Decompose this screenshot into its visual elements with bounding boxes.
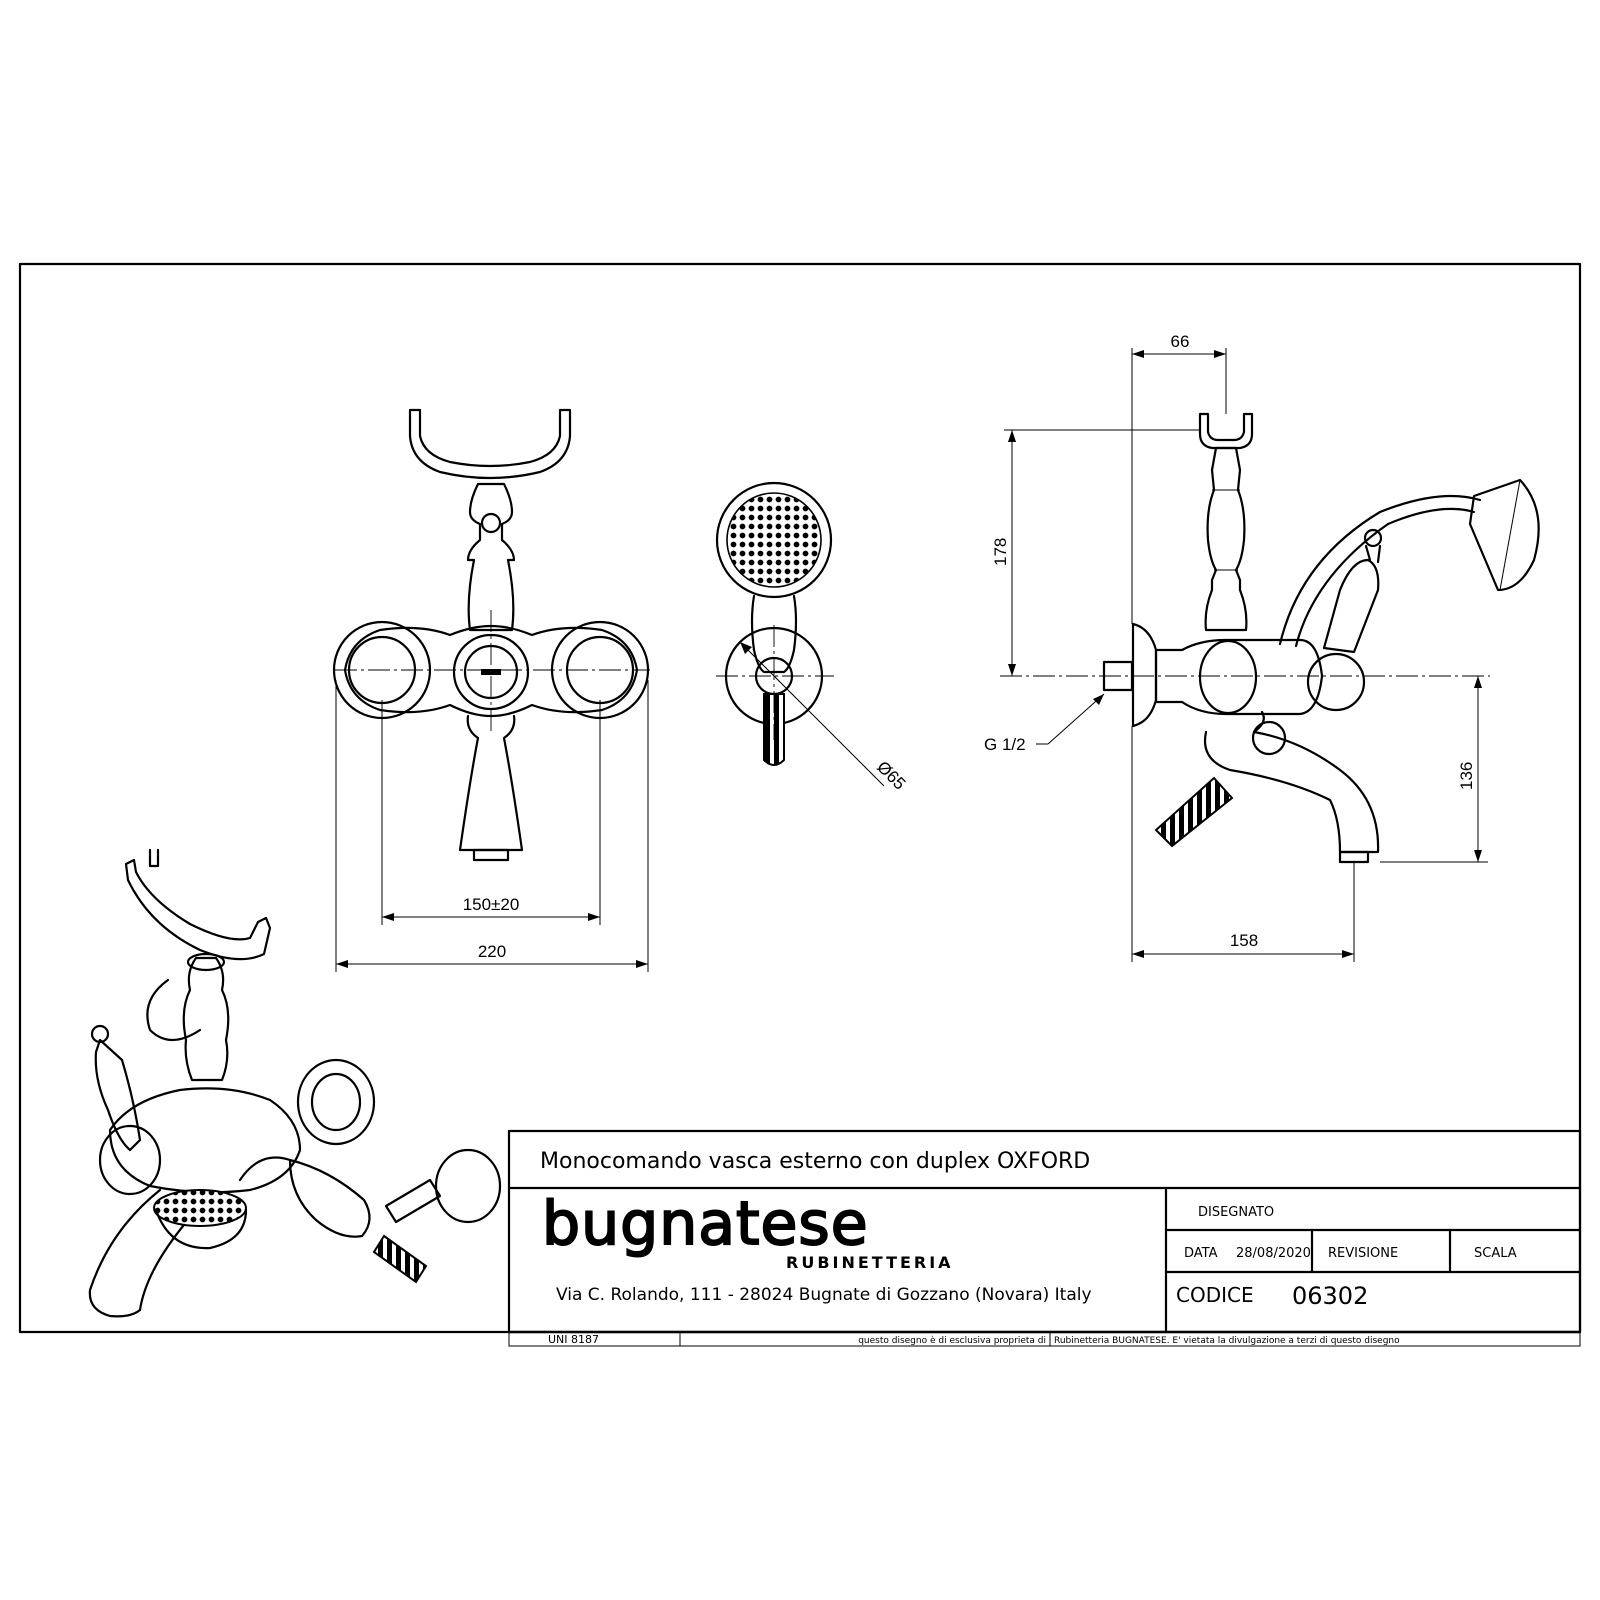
side-view-aerator bbox=[1338, 850, 1370, 864]
ownership-notice-right: Rubinetteria BUGNATESE. E' vietata la di… bbox=[1054, 1336, 1400, 1346]
iso-spout bbox=[88, 1188, 190, 1318]
brand-logo: bugnatese bbox=[542, 1189, 869, 1259]
iso-hose-end bbox=[372, 1234, 428, 1284]
isometric-view bbox=[88, 848, 502, 1318]
company-address: Via C. Rolando, 111 - 28024 Bugnate di G… bbox=[556, 1285, 1092, 1305]
front-view-spout bbox=[458, 714, 524, 852]
front-view-cradle bbox=[408, 408, 572, 480]
dim-220-arrow-right bbox=[636, 960, 648, 968]
side-view-hose-connector bbox=[1154, 776, 1234, 848]
iso-lever-knob bbox=[90, 1024, 110, 1044]
date-label: DATA bbox=[1184, 1246, 1218, 1261]
drawn-label: DISEGNATO bbox=[1198, 1205, 1274, 1220]
front-view-column bbox=[466, 482, 516, 632]
dim-178-arrow-top bbox=[1008, 430, 1016, 442]
drawing-title: Monocomando vasca esterno con duplex OXF… bbox=[540, 1149, 1090, 1174]
revision-label: REVISIONE bbox=[1328, 1246, 1398, 1261]
dim-150-arrow-left bbox=[382, 913, 394, 921]
side-view-column bbox=[1204, 446, 1248, 632]
dim-handshower-diameter: Ø65 bbox=[873, 757, 909, 793]
handshower-head-outer bbox=[715, 481, 833, 599]
iso-cradle bbox=[124, 848, 272, 961]
dim-65-leader bbox=[739, 641, 885, 787]
iso-shower-head-cup bbox=[154, 1208, 248, 1250]
iso-body-cap bbox=[98, 1124, 162, 1196]
side-view-lever-cap bbox=[1306, 652, 1366, 712]
iso-hand-handle bbox=[288, 1158, 371, 1238]
dim-side-depth: 158 bbox=[1230, 931, 1258, 950]
iso-lever bbox=[94, 1038, 142, 1152]
front-view: 150±20 220 bbox=[332, 408, 650, 972]
dim-158-arrow-left bbox=[1132, 950, 1144, 958]
dim-136-arrow-top bbox=[1474, 676, 1482, 688]
thread-leader bbox=[1047, 693, 1105, 745]
side-view-shower-face bbox=[1499, 479, 1521, 591]
side-view-shower-head bbox=[1468, 478, 1540, 592]
dim-side-top-width: 66 bbox=[1171, 332, 1190, 351]
dim-150-arrow-right bbox=[588, 913, 600, 921]
dim-side-height-upper: 178 bbox=[991, 538, 1010, 566]
side-view-lever-neck bbox=[1364, 544, 1382, 564]
iso-small-connector bbox=[384, 1178, 442, 1224]
front-view-knob bbox=[480, 512, 502, 534]
dim-66-arrow-right bbox=[1214, 350, 1226, 358]
side-view-hose-arm bbox=[1278, 494, 1482, 648]
handshower-head-spray bbox=[726, 492, 822, 588]
iso-column-collar bbox=[186, 952, 226, 972]
iso-column bbox=[182, 956, 230, 1082]
side-view-body-bulge bbox=[1198, 639, 1258, 715]
dim-220-arrow-left bbox=[336, 960, 348, 968]
iso-small-flange bbox=[434, 1148, 502, 1224]
dim-thread: G 1/2 bbox=[984, 735, 1026, 754]
dim-136-arrow-bottom bbox=[1474, 850, 1482, 862]
iso-shower-head bbox=[153, 1189, 247, 1227]
iso-hose-arm bbox=[238, 1156, 292, 1182]
front-view-aerator bbox=[472, 848, 510, 862]
thread-arrow bbox=[1093, 694, 1104, 705]
dim-65-arrow bbox=[740, 642, 752, 654]
iso-right-flange-inner bbox=[310, 1072, 362, 1132]
dim-178-arrow-bottom bbox=[1008, 664, 1016, 676]
dim-front-inner-width: 150±20 bbox=[463, 895, 520, 914]
iso-right-flange bbox=[296, 1058, 376, 1146]
brand-subtitle: RUBINETTERIA bbox=[786, 1253, 954, 1272]
side-view-diverter-knob bbox=[1251, 720, 1287, 756]
standard-label: UNI 8187 bbox=[548, 1333, 599, 1346]
ownership-notice-left: questo disegno è di esclusiva proprieta … bbox=[858, 1335, 1046, 1346]
side-view-cradle bbox=[1198, 412, 1254, 450]
side-view-spout bbox=[1203, 710, 1380, 854]
side-view-lever-knob bbox=[1363, 528, 1383, 548]
code-value: 06302 bbox=[1292, 1282, 1368, 1310]
side-view-lever-handle bbox=[1322, 558, 1380, 654]
date-value: 28/08/2020 bbox=[1236, 1246, 1311, 1261]
dim-side-height-lower: 136 bbox=[1457, 762, 1476, 790]
code-label: CODICE bbox=[1176, 1283, 1254, 1307]
scale-label: SCALA bbox=[1474, 1246, 1517, 1261]
iso-wall-disc-back bbox=[146, 978, 202, 1042]
bottom-strip bbox=[508, 1331, 1581, 1347]
dim-front-overall-width: 220 bbox=[478, 942, 506, 961]
dim-158-arrow-right bbox=[1342, 950, 1354, 958]
title-block: Monocomando vasca esterno con duplex OXF… bbox=[507, 1129, 1582, 1347]
handshower-view: Ø65 bbox=[715, 481, 909, 794]
side-view: 66 178 136 158 G 1/2 bbox=[984, 332, 1540, 962]
side-view-wall-flange bbox=[1131, 622, 1158, 728]
dim-66-arrow-left bbox=[1132, 350, 1144, 358]
side-view-body bbox=[1154, 638, 1324, 716]
